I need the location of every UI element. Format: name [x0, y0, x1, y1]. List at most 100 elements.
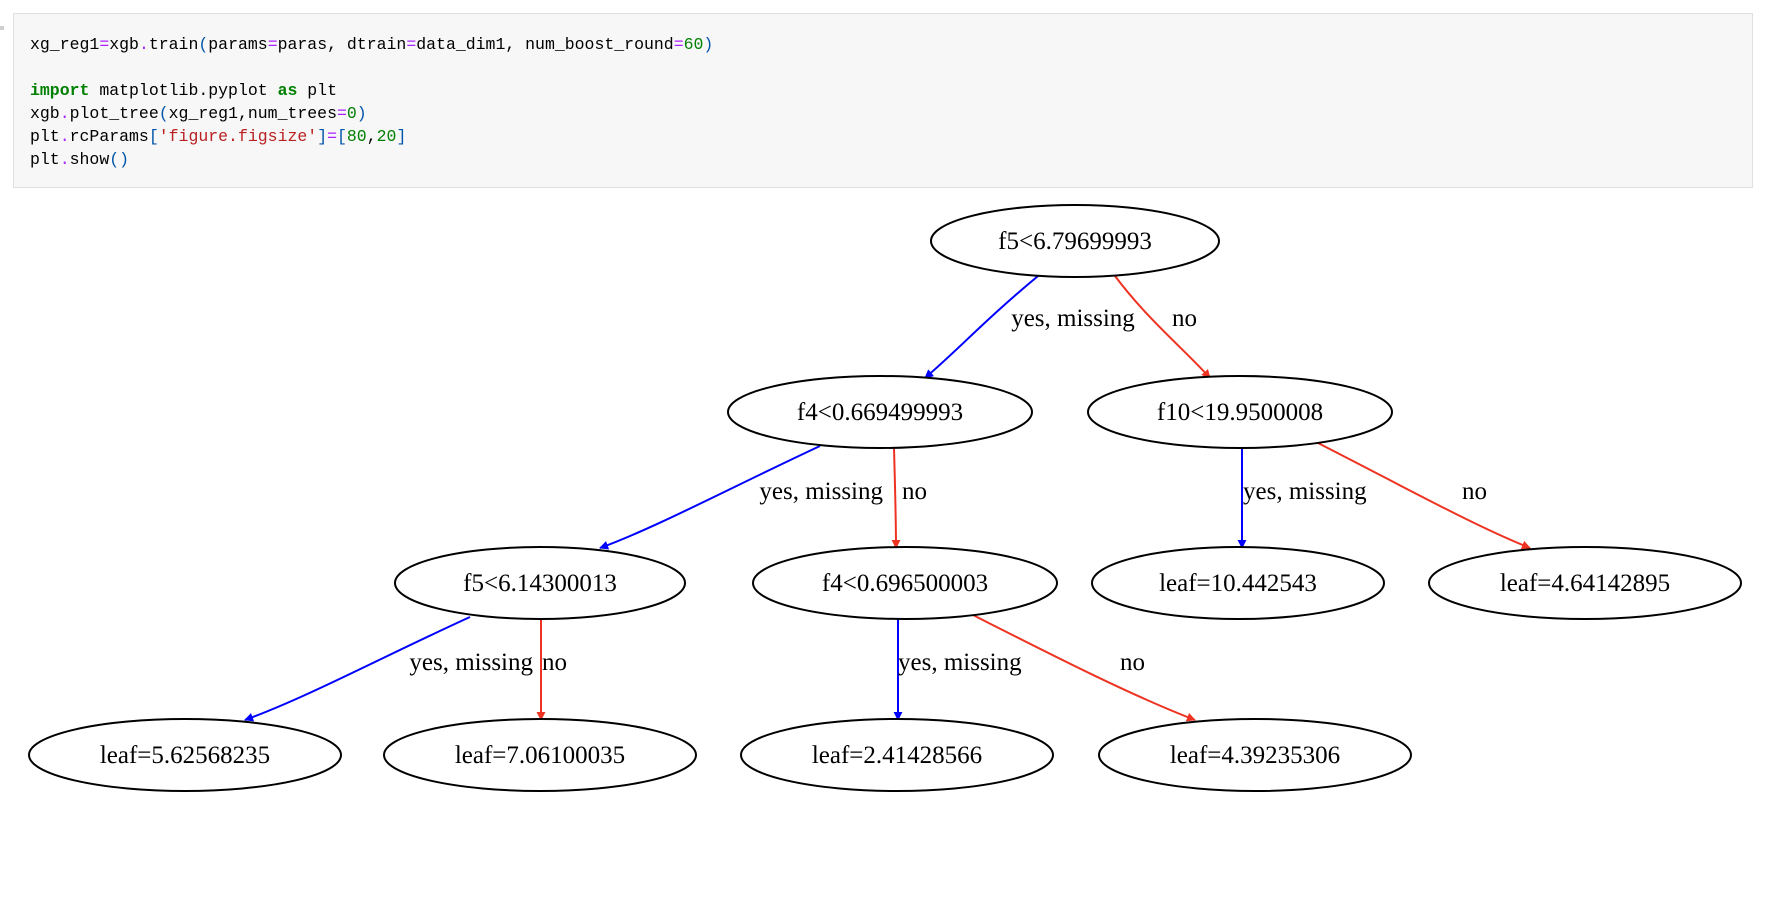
code-token: 60: [683, 35, 704, 54]
code-token: plt: [30, 150, 60, 169]
code-token: data_dim1, num_boost_round: [416, 35, 674, 54]
tree-node-label: leaf=10.442543: [1159, 570, 1317, 597]
code-token: ): [356, 104, 367, 123]
code-line: xgb.plot_tree(xg_reg1,num_trees=0): [30, 104, 367, 124]
tree-node: f5<6.79699993: [930, 204, 1220, 278]
code-token: .: [59, 127, 70, 146]
tree-node-label: f4<0.696500003: [822, 570, 988, 597]
tree-edge-no: [972, 614, 1196, 722]
tree-edge-label: yes, missing: [898, 649, 1022, 676]
tree-node-ellipse: [740, 718, 1054, 792]
code-token: 20: [376, 127, 397, 146]
code-token: train: [148, 35, 199, 54]
code-token: (: [198, 35, 209, 54]
tree-edge-yes: [244, 616, 471, 722]
tree-node: f4<0.696500003: [752, 546, 1058, 620]
code-token: plt: [297, 81, 337, 100]
tree-node-label: f4<0.669499993: [797, 399, 963, 426]
code-token: plot_tree: [69, 104, 159, 123]
tree-edge-yes: [924, 275, 1039, 379]
code-token: show: [69, 150, 110, 169]
code-token: matplotlib.pyplot: [89, 81, 278, 100]
code-token: params: [208, 35, 268, 54]
code-line: import matplotlib.pyplot as plt: [30, 81, 337, 101]
code-token: =: [99, 35, 110, 54]
code-token: [: [337, 127, 347, 146]
code-token: =: [336, 104, 347, 123]
tree-node-ellipse: [383, 718, 697, 792]
tree-node: leaf=2.41428566: [740, 718, 1054, 792]
tree-node: leaf=4.39235306: [1098, 718, 1412, 792]
edge-layer: yes, missing no yes, missing no yes, missing…: [244, 275, 1531, 722]
code-token: .: [138, 35, 149, 54]
code-token: as: [277, 81, 298, 100]
tree-node-ellipse: [28, 718, 342, 792]
code-token: =: [406, 35, 417, 54]
tree-edge-label: yes, missing: [759, 478, 883, 505]
code-token: =: [267, 35, 278, 54]
tree-edge-no: [1114, 275, 1211, 379]
code-token: 'figure.figsize': [158, 127, 318, 146]
tree-node-label: leaf=7.06100035: [455, 742, 625, 769]
tree-node-label: leaf=4.39235306: [1170, 742, 1340, 769]
tree-node: leaf=5.62568235: [28, 718, 342, 792]
tree-node-label: leaf=4.64142895: [1500, 570, 1670, 597]
code-token: (): [109, 150, 130, 169]
code-token: ,: [366, 127, 377, 146]
tree-node: leaf=4.64142895: [1428, 546, 1742, 620]
code-line: plt.rcParams['figure.figsize']=[80,20]: [30, 127, 406, 147]
tree-node-label: leaf=5.62568235: [100, 742, 270, 769]
code-token: plt: [30, 127, 60, 146]
code-token: xgb: [109, 35, 139, 54]
tree-node-ellipse: [394, 546, 686, 620]
cell-marker: [0, 26, 4, 30]
tree-edge-no: [891, 447, 901, 549]
tree-node-ellipse: [1428, 546, 1742, 620]
tree-node: f5<6.14300013: [394, 546, 686, 620]
code-cell[interactable]: xg_reg1=xgb.train(params=paras, dtrain=d…: [13, 13, 1753, 188]
code-token: ): [703, 35, 714, 54]
code-token: ]: [317, 127, 328, 146]
tree-node-label: f5<6.79699993: [998, 228, 1152, 255]
tree-node-ellipse: [752, 546, 1058, 620]
tree-node-label: f10<19.9500008: [1157, 399, 1323, 426]
code-token: rcParams: [69, 127, 149, 146]
code-token: =: [673, 35, 684, 54]
node-layer: f5<6.79699993 f4<0.669499993 f10<19.950000…: [28, 204, 1742, 792]
code-token: xg_reg1: [30, 35, 100, 54]
code-token: (: [158, 104, 169, 123]
tree-node: leaf=10.442543: [1091, 546, 1385, 620]
code-token: 0: [346, 104, 357, 123]
tree-node-ellipse: [1087, 375, 1393, 449]
code-token: 80: [346, 127, 367, 146]
code-token: xgb: [30, 104, 60, 123]
tree-node-label: leaf=2.41428566: [812, 742, 982, 769]
tree-edge-label: no: [1462, 478, 1487, 505]
code-line: xg_reg1=xgb.train(params=paras, dtrain=d…: [30, 35, 713, 55]
code-token: =: [327, 127, 337, 146]
code-token: .: [59, 150, 70, 169]
tree-edge-label: yes, missing: [409, 649, 533, 676]
code-token: xg_reg1,num_trees: [168, 104, 337, 123]
tree-node: f10<19.9500008: [1087, 375, 1393, 449]
tree-edge-yes: [599, 445, 821, 550]
tree-edge-label: no: [1120, 649, 1145, 676]
code-token: .: [59, 104, 70, 123]
tree-edge-no: [1317, 442, 1531, 550]
code-token: import: [30, 81, 90, 100]
tree-node: f4<0.669499993: [727, 375, 1033, 449]
tree-edge-label: no: [902, 478, 927, 505]
code-token: [: [148, 127, 159, 146]
tree-edge-label: no: [1172, 305, 1197, 332]
tree-node: leaf=7.06100035: [383, 718, 697, 792]
tree-edge-label: yes, missing: [1243, 478, 1367, 505]
tree-node-label: f5<6.14300013: [463, 570, 617, 597]
code-line: plt.show(): [30, 150, 129, 170]
tree-node-ellipse: [1098, 718, 1412, 792]
code-token: ]: [396, 127, 407, 146]
tree-edge-label: yes, missing: [1011, 305, 1135, 332]
tree-edge-label: no: [542, 649, 567, 676]
tree-node-ellipse: [930, 204, 1220, 278]
code-token: paras, dtrain: [277, 35, 407, 54]
decision-tree-plot: yes, missing no yes, missing no yes, missing…: [28, 204, 1742, 792]
